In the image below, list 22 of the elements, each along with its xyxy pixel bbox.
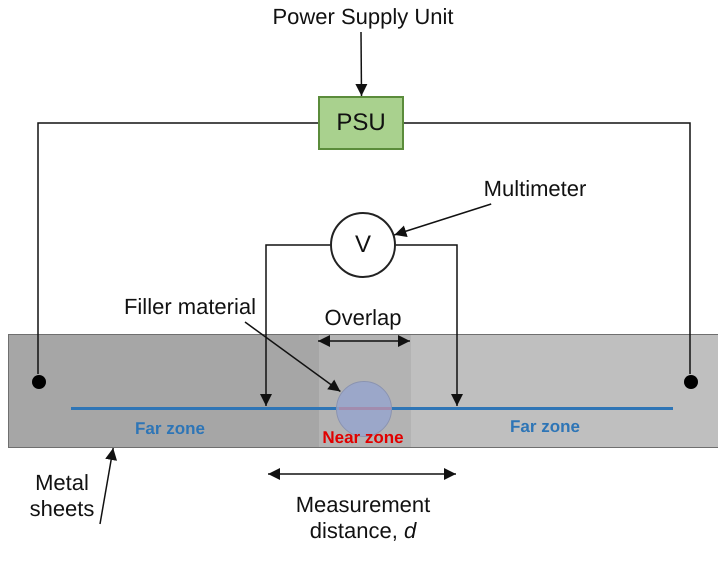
leader-line <box>394 203 492 237</box>
leader-line <box>355 32 368 96</box>
dimension-label: Measurement distance, d <box>294 492 432 544</box>
device-label: Power Supply Unit <box>253 4 473 32</box>
device-label: Multimeter <box>470 176 600 204</box>
metal-sheet <box>8 334 718 448</box>
zone-label: Far zone <box>134 418 206 440</box>
power-supply-box: PSU <box>318 96 404 150</box>
leader-line <box>244 321 341 392</box>
wire <box>396 244 463 406</box>
zone-label: Far zone <box>509 416 581 438</box>
wire <box>260 244 330 406</box>
part-label: Metal sheets <box>22 470 102 524</box>
terminal-dot <box>32 375 46 389</box>
part-label: Filler material <box>120 294 260 322</box>
wire <box>404 122 691 374</box>
leader-line <box>99 448 118 524</box>
dimension-label: Overlap <box>323 305 403 331</box>
zone-label: Near zone <box>321 427 405 449</box>
wire <box>37 122 318 374</box>
weld-line <box>71 407 673 410</box>
voltmeter-symbol: V <box>330 212 396 278</box>
